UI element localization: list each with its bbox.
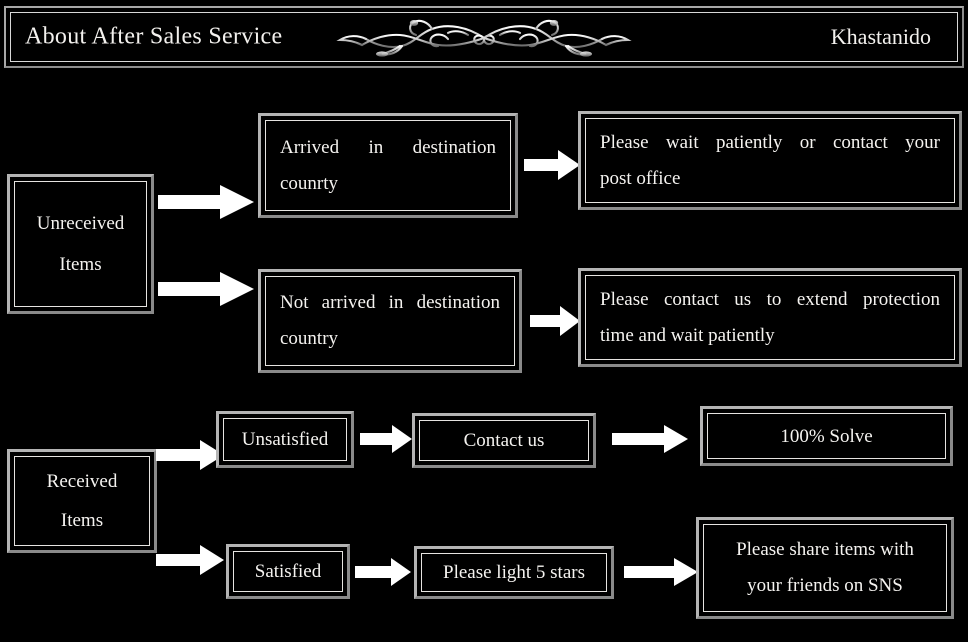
arrow-not-arrived-to-contact (530, 306, 580, 336)
arrow-unreceived-to-arrived (158, 185, 254, 219)
node-label: Satisfied (254, 561, 322, 582)
node-label: 100% Solve (780, 425, 873, 447)
header-inner-frame: About After Sales Service (10, 12, 958, 62)
node-label: Received Items (46, 471, 118, 531)
node-label: Please contact us to extend protection t… (600, 288, 940, 346)
filigree-ornament-icon (328, 13, 640, 61)
node-satisfied[interactable]: Satisfied (226, 544, 350, 599)
node-received-items[interactable]: Received Items (7, 449, 157, 553)
brand-name: Khastanido (830, 24, 931, 49)
arrow-satisfied-to-light-stars (355, 558, 411, 586)
node-contact-us[interactable]: Contact us (412, 413, 596, 468)
node-face: Received Items (14, 456, 150, 546)
node-label: Please light 5 stars (443, 562, 585, 583)
node-face: Please light 5 stars (421, 553, 607, 592)
node-face: Unreceived Items (14, 181, 147, 307)
arrow-unsatisfied-to-contact-us (360, 425, 412, 453)
arrow-arrived-to-wait (524, 150, 580, 180)
node-face: Please contact us to extend protection t… (585, 275, 955, 360)
node-face: Please wait patiently or contact your po… (585, 118, 955, 203)
node-please-share-items-sns[interactable]: Please share items with your friends on … (696, 517, 954, 619)
node-please-contact-extend-protection[interactable]: Please contact us to extend protection t… (578, 268, 962, 367)
node-label: Please share items with your friends on … (736, 539, 914, 596)
node-arrived-in-destination-country[interactable]: Arrived in destination counrty (258, 113, 518, 218)
node-please-wait-patiently[interactable]: Please wait patiently or contact your po… (578, 111, 962, 210)
node-face: 100% Solve (707, 413, 946, 459)
arrow-received-to-satisfied (156, 545, 224, 575)
node-face: Contact us (419, 420, 589, 461)
node-label: Please wait patiently or contact your po… (600, 131, 940, 189)
arrow-contact-us-to-solve (612, 425, 688, 453)
node-face: Arrived in destination counrty (265, 120, 511, 211)
node-face: Not arrived in destination country (265, 276, 515, 366)
node-not-arrived-in-destination-country[interactable]: Not arrived in destination country (258, 269, 522, 373)
header-frame: About After Sales Service (4, 6, 964, 68)
node-face: Unsatisfied (223, 418, 347, 461)
node-unreceived-items[interactable]: Unreceived Items (7, 174, 154, 314)
page-title: About After Sales Service (25, 23, 283, 50)
node-unsatisfied[interactable]: Unsatisfied (216, 411, 354, 468)
arrow-unreceived-to-not-arrived (158, 272, 254, 306)
node-label: Arrived in destination counrty (280, 136, 496, 194)
node-label: Unsatisfied (241, 429, 329, 450)
node-face: Satisfied (233, 551, 343, 592)
node-face: Please share items with your friends on … (703, 524, 947, 612)
node-please-light-5-stars[interactable]: Please light 5 stars (414, 546, 614, 599)
arrow-light-stars-to-share (624, 558, 698, 586)
node-label: Not arrived in destination country (280, 292, 500, 349)
node-100-percent-solve[interactable]: 100% Solve (700, 406, 953, 466)
node-label: Unreceived Items (36, 213, 125, 275)
node-label: Contact us (463, 430, 545, 451)
arrow-received-to-unsatisfied (156, 440, 224, 470)
